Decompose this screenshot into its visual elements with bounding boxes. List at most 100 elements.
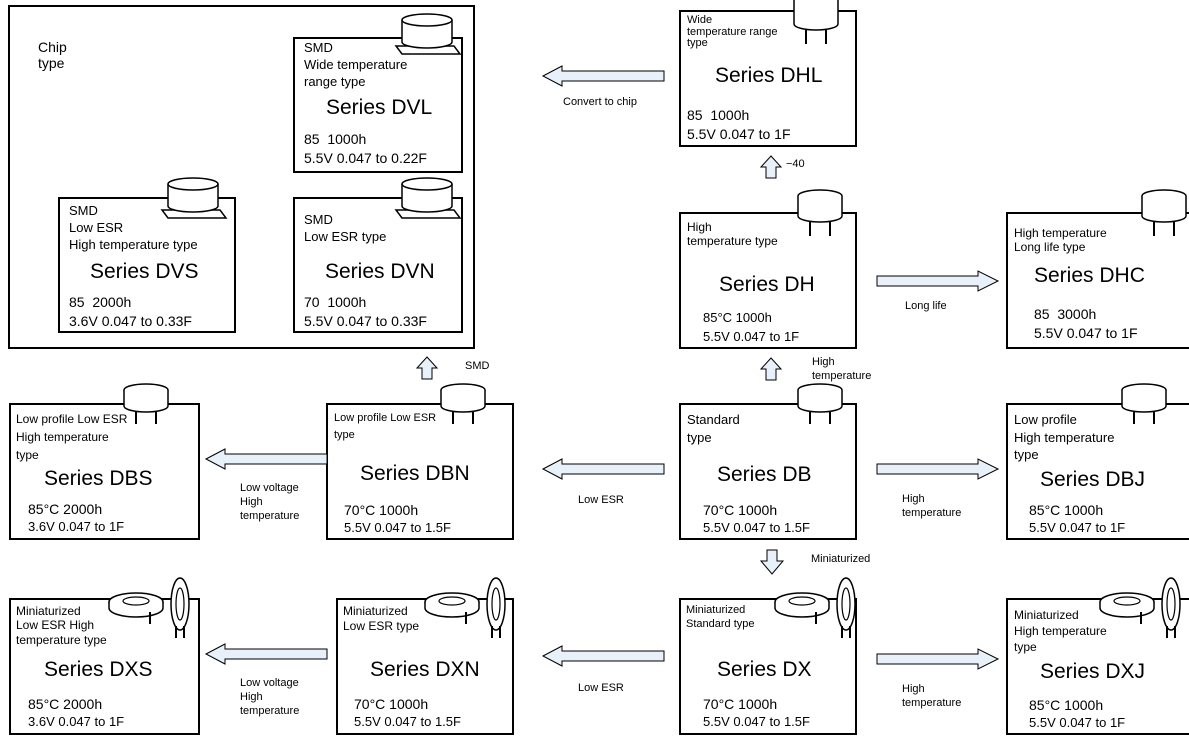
label-high-temperature-dxj: High temperature: [902, 683, 962, 709]
arrow-up-db-to-dh: [759, 357, 783, 381]
series-name: Series DHC: [1034, 264, 1145, 287]
label-high-temperature-up: High temperature: [812, 356, 872, 382]
series-name: Series DBJ: [1040, 468, 1146, 491]
series-spec-life: 70°C 1000h: [354, 696, 429, 712]
label-low-voltage-high-temperature: Low voltage High temperature: [240, 482, 300, 522]
miniature-capacitor-icon: [1099, 577, 1181, 638]
chip-type-label: Chip type: [38, 39, 67, 72]
series-spec-range: 5.5V 0.047 to 0.22F: [304, 150, 427, 166]
label-convert-to-chip: Convert to chip: [563, 96, 637, 108]
series-spec-life: 85°C 1000h: [703, 310, 772, 325]
card-series-dbs: Low profile Low ESR High temperature typ…: [9, 403, 200, 540]
arrow-left-convert-to-chip: [541, 65, 665, 87]
series-desc: Low profile Low ESR type: [334, 412, 437, 442]
arrow-right-dx-to-dxj: [876, 648, 1000, 670]
series-desc: High temperature Long life type: [1014, 226, 1107, 254]
series-spec-range: 5.5V 0.047 to 1F: [1034, 325, 1138, 341]
series-desc: SMD Low ESR type: [304, 212, 387, 244]
series-spec-life: 85 1000h: [304, 131, 367, 147]
miniature-capacitor-icon: [774, 577, 856, 638]
label-long-life: Long life: [905, 300, 947, 312]
series-name: Series DX: [717, 658, 812, 681]
series-name: Series DVS: [90, 260, 199, 283]
smd-capacitor-icon: [394, 13, 462, 55]
series-spec-range: 5.5V 0.047 to 1F: [687, 126, 791, 142]
arrow-down-db-to-dx: [759, 549, 785, 575]
series-name: Series DH: [719, 273, 815, 296]
smd-capacitor-icon: [160, 177, 228, 219]
card-series-dhc: High temperature Long life type Series D…: [1006, 212, 1189, 349]
series-name: Series DVL: [326, 96, 433, 119]
label-high-temperature-dbj: High temperature: [902, 493, 962, 519]
miniature-capacitor-icon: [424, 577, 506, 638]
series-desc: Low profile Low ESR High temperature typ…: [16, 412, 128, 462]
label-low-esr: Low ESR: [578, 494, 624, 506]
series-spec-life: 85°C 1000h: [1029, 502, 1104, 518]
card-series-dhl: Wide temperature range type Series DHL 8…: [679, 10, 857, 147]
series-name: Series DBS: [44, 467, 153, 490]
arrow-left-dx-to-dxn: [541, 645, 665, 667]
radial-capacitor-icon: [797, 383, 843, 424]
series-spec-range: 5.5V 0.047 to 1.5F: [703, 714, 810, 729]
series-spec-life: 85 3000h: [1034, 306, 1097, 322]
series-spec-range: 5.5V 0.047 to 1.5F: [344, 520, 451, 535]
label-miniaturized: Miniaturized: [811, 553, 871, 565]
card-series-dbn: Low profile Low ESR type Series DBN 70°C…: [326, 403, 514, 540]
radial-capacitor-icon: [440, 383, 486, 424]
arrow-up-dh-to-dhl: [759, 155, 783, 179]
card-series-dxs: Miniaturized Low ESR High temperature ty…: [9, 598, 200, 735]
card-series-dxn: Miniaturized Low ESR type Series DXN 70°…: [336, 598, 514, 735]
radial-capacitor-icon: [793, 0, 839, 44]
arrow-left-db-to-dbn: [541, 458, 665, 480]
series-spec-life: 85 1000h: [687, 107, 750, 123]
series-spec-range: 5.5V 0.047 to 1F: [703, 329, 800, 344]
card-series-dvl: SMD Wide temperature range type Series D…: [293, 37, 463, 173]
series-name: Series DXS: [44, 658, 153, 681]
series-desc: SMD Wide temperature range type: [304, 40, 408, 89]
arrow-left-dxn-to-dxs: [204, 643, 328, 665]
series-spec-range: 3.6V 0.047 to 0.33F: [69, 313, 192, 329]
arrow-right-dh-to-dhc: [876, 270, 1000, 292]
label-smd: SMD: [465, 360, 490, 372]
card-series-dx: Miniaturized Standard type Series DX 70°…: [679, 598, 857, 735]
series-spec-life: 85 2000h: [69, 294, 132, 310]
radial-capacitor-icon: [123, 383, 169, 424]
series-spec-range: 5.5V 0.047 to 1F: [1029, 520, 1126, 535]
radial-capacitor-icon: [797, 189, 843, 236]
series-desc: Low profile High temperature type: [1014, 412, 1115, 463]
card-series-dvn: SMD Low ESR type Series DVN 70 1000h 5.5…: [293, 197, 463, 333]
label-low-voltage-high-temperature-dxs: Low voltage High temperature: [240, 677, 300, 717]
card-series-db: Standard type Series DB 70°C 1000h 5.5V …: [679, 403, 857, 540]
label-low-esr-dx: Low ESR: [578, 682, 624, 694]
series-spec-range: 5.5V 0.047 to 1.5F: [703, 520, 810, 535]
series-desc: Standard type: [687, 412, 740, 445]
series-spec-life: 70 1000h: [304, 294, 367, 310]
card-series-dxj: Miniaturized High temperature type Serie…: [1006, 598, 1189, 735]
series-spec-range: 3.6V 0.047 to 1F: [28, 714, 125, 729]
arrow-right-db-to-dbj: [876, 458, 1000, 480]
series-spec-life: 70°C 1000h: [344, 502, 419, 518]
series-name: Series DBN: [360, 462, 470, 485]
series-spec-life: 70°C 1000h: [703, 696, 778, 712]
radial-capacitor-icon: [1141, 189, 1187, 236]
card-series-dvs: SMD Low ESR High temperature type Series…: [58, 197, 236, 333]
chip-type-group: Chip type: [8, 5, 475, 349]
smd-capacitor-icon: [394, 177, 462, 219]
series-desc: Miniaturized High temperature type: [1014, 608, 1107, 655]
card-series-dbj: Low profile High temperature type Series…: [1006, 403, 1189, 540]
series-name: Series DB: [717, 463, 812, 486]
series-spec-range: 3.6V 0.047 to 1F: [28, 519, 125, 534]
series-spec-range: 5.5V 0.047 to 1.5F: [354, 714, 461, 729]
series-spec-life: 85°C 2000h: [28, 696, 103, 712]
series-name: Series DHL: [715, 64, 823, 87]
card-series-dh: High temperature type Series DH 85°C 100…: [679, 212, 857, 349]
series-desc: Miniaturized Standard type: [686, 604, 755, 630]
series-desc: Wide temperature range type: [687, 14, 778, 50]
series-spec-life: 85°C 1000h: [1029, 697, 1104, 713]
series-name: Series DXN: [370, 658, 480, 681]
series-name: Series DXJ: [1040, 660, 1146, 683]
series-spec-range: 5.5V 0.047 to 0.33F: [304, 313, 427, 329]
series-desc: Miniaturized Low ESR type: [343, 604, 420, 633]
radial-capacitor-icon: [1121, 383, 1167, 424]
series-desc: High temperature type: [687, 220, 778, 248]
